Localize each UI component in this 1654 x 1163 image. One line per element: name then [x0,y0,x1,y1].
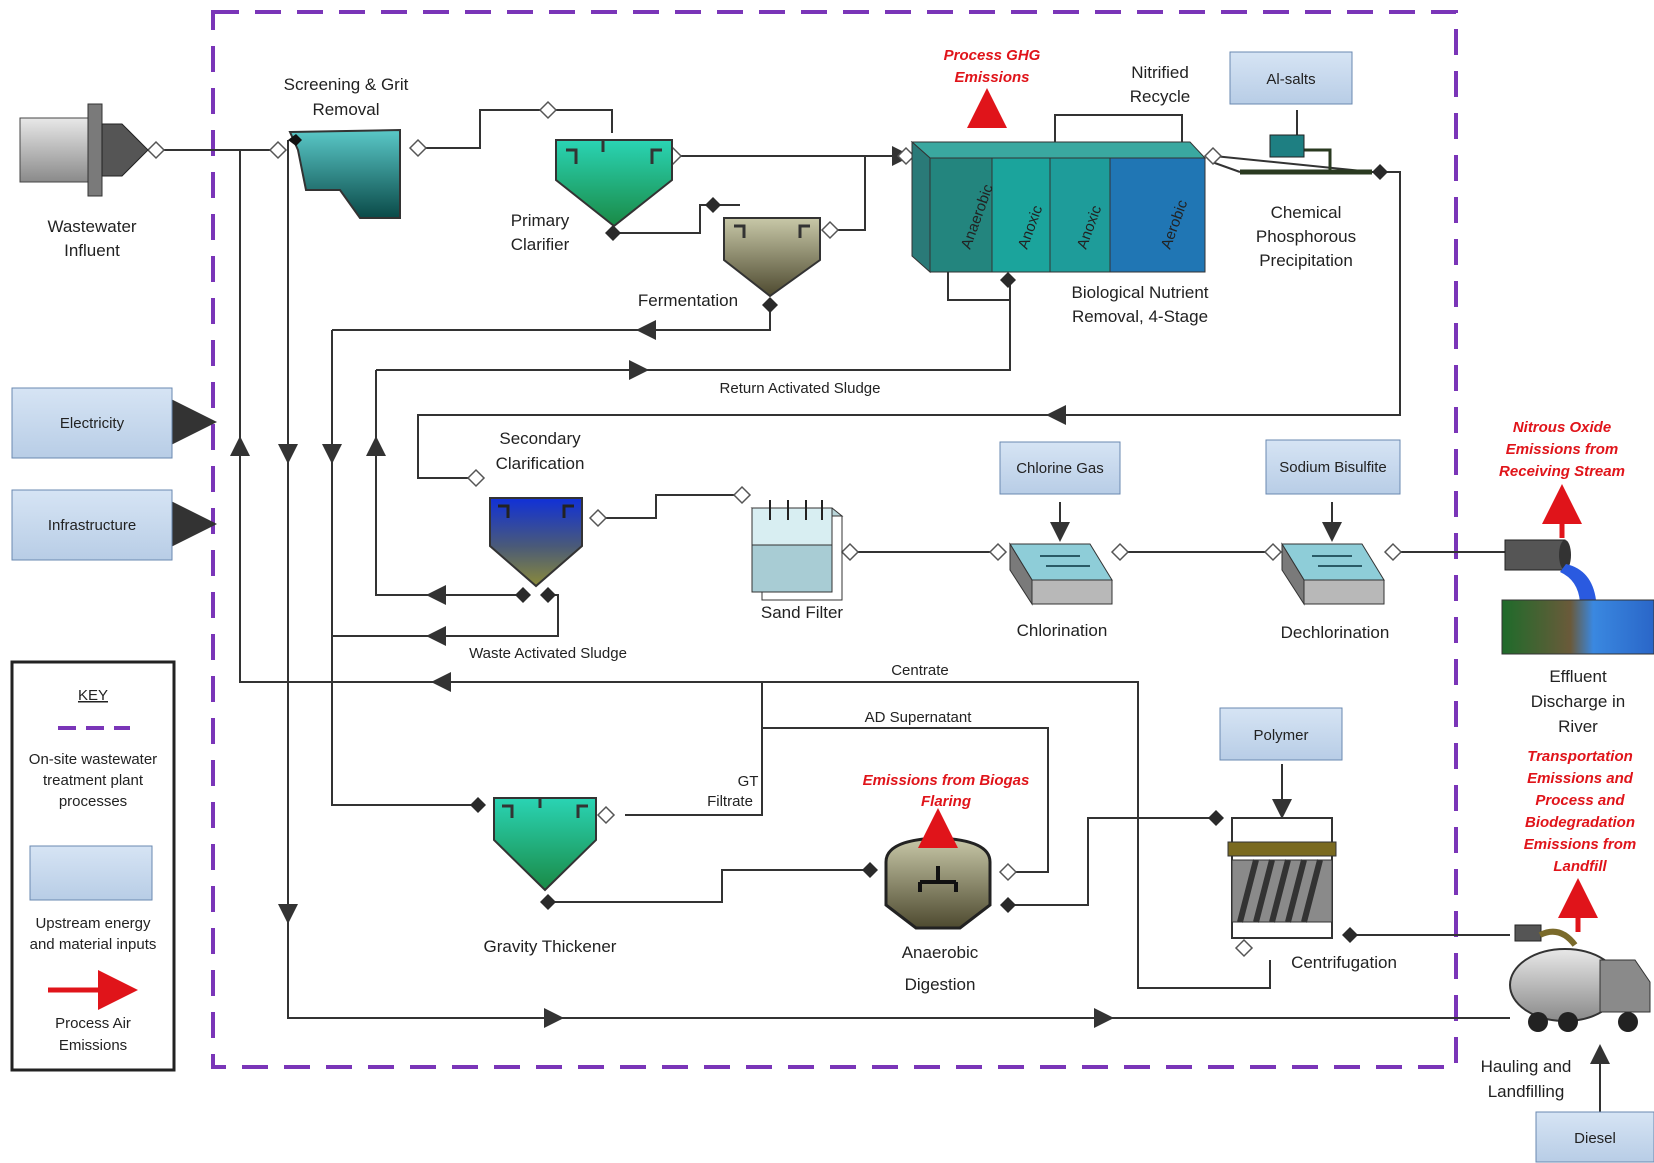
chlorine-gas-box: Chlorine Gas [999,441,1121,495]
gravity-thickener-icon [493,797,597,892]
centrifugation-label: Centrifugation [1291,953,1397,972]
gravity-thickener-label: Gravity Thickener [484,937,617,956]
key-upstream-swatch [29,845,153,901]
hauling-label-1: Hauling and [1481,1057,1572,1076]
infrastructure-box: Infrastructure [11,489,173,561]
site-boundary [211,10,1458,1069]
key-air-label-1: Process Air [55,1015,131,1032]
sand-filter-icon [750,500,844,601]
n2o-emission-label-2: Emissions from [1506,441,1619,458]
screening-label-1: Screening & Grit [284,75,409,94]
centrate-label: Centrate [891,662,949,679]
secondary-clarifier-icon [489,497,583,588]
key-air-label-2: Emissions [59,1037,127,1054]
influent-label-2: Influent [64,241,120,260]
bnr-label-2: Removal, 4-Stage [1072,307,1208,326]
primary-clarifier-icon [555,139,673,228]
haul-truck-icon [1509,924,1651,1032]
al-salts-box: Al-salts [1229,51,1353,105]
n2o-emission-label-3: Receiving Stream [1499,463,1625,480]
electricity-box: Electricity [11,387,173,459]
effluent-outfall-icon [1501,539,1654,655]
chlorine-gas-label: Chlorine Gas [1016,460,1104,477]
sodium-bisulfite-box: Sodium Bisulfite [1265,439,1401,495]
biogas-emission-label-2: Flaring [921,793,971,810]
legend-key: KEY On-site wastewater treatment plant p… [10,660,176,1072]
transport-emission-label-5: Emissions from [1524,836,1637,853]
waste-sludge-label: Waste Activated Sludge [469,645,627,662]
transport-emission-label-1: Transportation [1527,748,1633,765]
transport-emission-label-2: Emissions and [1527,770,1634,787]
n2o-emission-label-1: Nitrous Oxide [1513,419,1611,436]
anaerobic-digestion-label-1: Anaerobic [902,943,979,962]
hauling-label-2: Landfilling [1488,1082,1565,1101]
key-upstream-label-2: and material inputs [30,936,157,953]
key-title: KEY [78,687,108,704]
anaerobic-digester-icon [884,829,992,930]
biogas-emission-label-1: Emissions from Biogas [863,772,1030,789]
sodium-bisulfite-label: Sodium Bisulfite [1279,459,1387,476]
sand-filter-label: Sand Filter [761,603,844,622]
polymer-label: Polymer [1253,727,1308,744]
transport-emission-label-3: Process and [1535,792,1625,809]
chemical-doser-icon [1269,134,1305,158]
polymer-box: Polymer [1219,707,1343,761]
chlorination-basin-icon [1009,542,1113,606]
transport-emission-label-4: Biodegradation [1525,814,1635,831]
chlorination-label: Chlorination [1017,621,1108,640]
anaerobic-digestion-label-2: Digestion [905,975,976,994]
dechlorination-label: Dechlorination [1281,623,1390,642]
gt-filtrate-label-1: GT [738,773,759,790]
effluent-label-2: Discharge in [1531,692,1626,711]
key-upstream-label-1: Upstream energy [35,915,151,932]
effluent-label-3: River [1558,717,1598,736]
chem-phos-label-3: Precipitation [1259,251,1353,270]
transport-emission-label-6: Landfill [1553,858,1607,875]
nitrified-recycle-label-1: Nitrified [1131,63,1189,82]
return-sludge-label: Return Activated Sludge [720,380,881,397]
ghg-emission-label-2: Emissions [954,69,1029,86]
key-boundary-label-3: processes [59,793,127,810]
bnr-label-1: Biological Nutrient [1071,283,1208,302]
bnr-basin-icon [910,140,1207,274]
gt-filtrate-label-2: Filtrate [707,793,753,810]
screening-label-2: Removal [312,100,379,119]
centrifuge-icon [1227,817,1337,939]
al-salts-label: Al-salts [1266,71,1315,88]
primary-label-2: Clarifier [511,235,570,254]
electricity-label: Electricity [60,415,125,432]
fermentation-label: Fermentation [638,291,738,310]
infrastructure-label: Infrastructure [48,517,136,534]
influent-label-1: Wastewater [47,217,136,236]
key-boundary-label-2: treatment plant [43,772,144,789]
ghg-emission-label-1: Process GHG [944,47,1041,64]
screening-grit-icon [288,128,401,219]
influent-pipe-icon [19,103,149,197]
secondary-label-2: Clarification [496,454,585,473]
connector-nodes [146,100,1403,958]
diesel-box: Diesel [1535,1111,1654,1163]
nitrified-recycle-label-2: Recycle [1130,87,1190,106]
effluent-label-1: Effluent [1549,667,1607,686]
diesel-label: Diesel [1574,1130,1616,1147]
fermentation-icon [723,217,821,298]
chem-phos-label-1: Chemical [1271,203,1342,222]
secondary-label-1: Secondary [499,429,581,448]
ad-supernatant-label: AD Supernatant [865,709,973,726]
chem-phos-label-2: Phosphorous [1256,227,1356,246]
connector-nodes-dark [292,132,1388,943]
key-boundary-label-1: On-site wastewater [29,751,157,768]
emission-arrows [918,88,1598,932]
primary-label-1: Primary [511,211,570,230]
dechlorination-basin-icon [1281,542,1385,606]
